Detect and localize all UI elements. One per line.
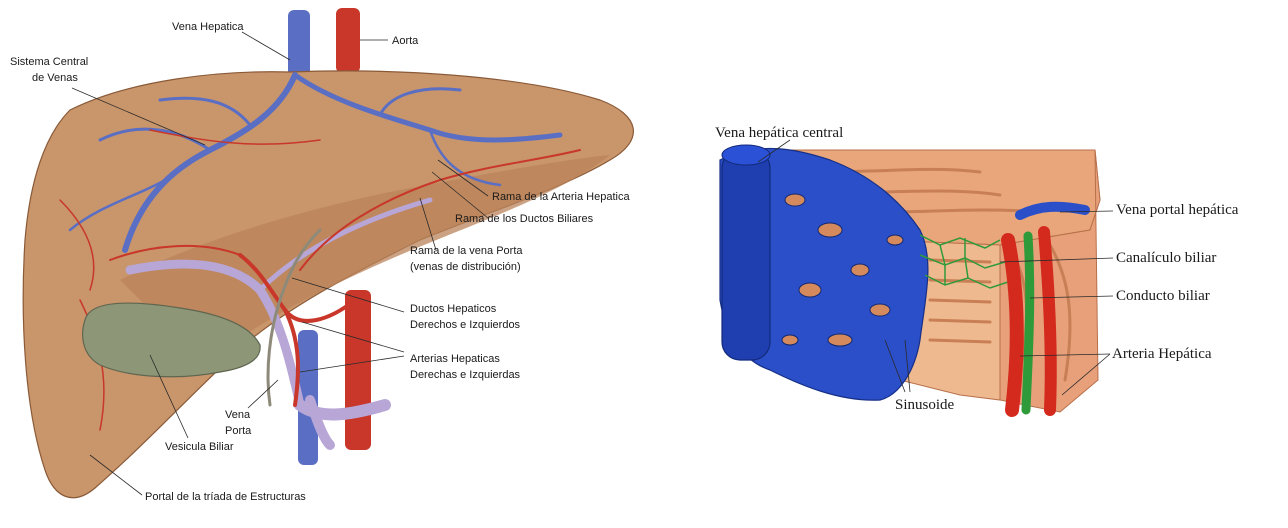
label-sinusoide: Sinusoide xyxy=(895,397,955,413)
label-arteria: Arteria Hepática xyxy=(1112,346,1212,362)
aorta-upper xyxy=(336,8,360,73)
label-canaliculo: Canalículo biliar xyxy=(1116,250,1216,266)
central-vein xyxy=(722,150,770,360)
liver-illustration xyxy=(23,8,633,498)
lobule-illustration xyxy=(720,145,1100,412)
label-ductos-line2: Derechos e Izquierdos xyxy=(410,319,521,331)
label-rama-vena-porta-line1: Rama de la vena Porta xyxy=(410,245,523,257)
label-vena-porta-line2: Porta xyxy=(225,425,252,437)
label-portal-triada: Portal de la tríada de Estructuras xyxy=(145,491,306,503)
label-vena-central: Vena hepática central xyxy=(715,125,843,141)
label-vena-portal: Vena portal hepática xyxy=(1116,202,1239,218)
vena-cava-upper xyxy=(288,10,310,80)
label-sistema-central-line1: Sistema Central xyxy=(10,56,88,68)
hepatic-artery-branch xyxy=(1044,232,1051,410)
label-rama-ductos: Rama de los Ductos Biliares xyxy=(455,213,594,225)
label-sistema-central-line2: de Venas xyxy=(32,72,78,84)
label-conducto: Conducto biliar xyxy=(1116,288,1210,304)
label-arterias-line1: Arterias Hepaticas xyxy=(410,353,500,365)
label-ductos-line1: Ductos Hepaticos xyxy=(410,303,497,315)
aorta-lower xyxy=(345,290,371,450)
label-rama-vena-porta-line2: (venas de distribución) xyxy=(410,261,521,273)
bile-duct xyxy=(1026,236,1030,410)
central-vein-top xyxy=(722,145,770,165)
label-vena-porta-line1: Vena xyxy=(225,409,251,421)
label-arterias-line2: Derechas e Izquierdas xyxy=(410,369,521,381)
label-aorta: Aorta xyxy=(392,35,419,47)
label-vesicula: Vesicula Biliar xyxy=(165,441,234,453)
label-vena-hepatica: Vena Hepatica xyxy=(172,21,244,33)
label-rama-arteria: Rama de la Arteria Hepatica xyxy=(492,191,630,203)
